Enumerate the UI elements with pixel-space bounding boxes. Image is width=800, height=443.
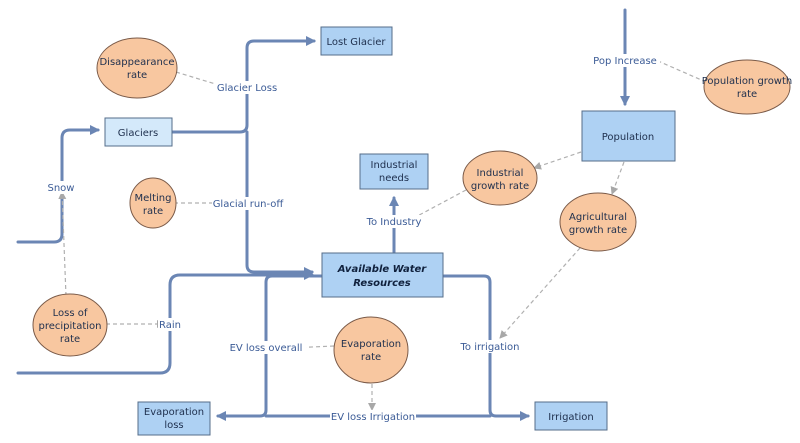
link-pop-growth-to-pop-increase <box>657 60 707 83</box>
flow-label-to-industry: To Industry <box>362 215 426 228</box>
svg-text:Available Water: Available Water <box>337 264 428 275</box>
svg-text:Evaporation: Evaporation <box>144 407 204 418</box>
aux-melting-rate[interactable]: Melting rate <box>129 177 177 229</box>
svg-text:precipitation: precipitation <box>39 321 102 332</box>
svg-text:Snow: Snow <box>48 183 75 194</box>
svg-text:Glaciers: Glaciers <box>118 128 158 139</box>
stock-industrial-needs[interactable]: Industrial needs <box>359 153 429 190</box>
aux-population-growth-rate[interactable]: Population growth rate <box>702 59 793 115</box>
glacial-run-off-flow-pipe <box>245 130 314 277</box>
svg-text:loss: loss <box>164 420 183 431</box>
flow-label-glacial-run-off: Glacial run-off <box>212 197 284 210</box>
stock-evaporation-loss[interactable]: Evaporation loss <box>137 401 211 436</box>
stock-irrigation[interactable]: Irrigation <box>534 401 608 431</box>
link-population-to-agricultural-growth <box>610 161 625 195</box>
svg-text:Evaporation: Evaporation <box>341 339 401 350</box>
stock-population[interactable]: Population <box>581 110 676 162</box>
aux-evaporation-rate[interactable]: Evaporation rate <box>333 316 409 384</box>
svg-text:Resources: Resources <box>353 278 411 289</box>
flow-label-glacier-loss: Glacier Loss <box>216 81 278 94</box>
svg-text:Melting: Melting <box>135 193 172 204</box>
svg-text:rate: rate <box>127 70 147 81</box>
aux-industrial-growth-rate[interactable]: Industrial growth rate <box>462 150 538 206</box>
svg-text:rate: rate <box>737 89 757 100</box>
link-agricultural-growth-to-to-irrigation <box>499 247 581 339</box>
svg-text:Population: Population <box>602 132 655 143</box>
svg-text:Loss of: Loss of <box>53 308 88 319</box>
svg-text:Industrial: Industrial <box>477 168 524 179</box>
svg-text:Industrial: Industrial <box>371 160 418 171</box>
svg-text:rate: rate <box>143 206 163 217</box>
stock-lost-glacier[interactable]: Lost Glacier <box>320 26 393 56</box>
svg-text:needs: needs <box>379 173 409 184</box>
flow-label-ev-loss-overall: EV loss overall <box>226 341 306 354</box>
svg-text:Agricultural: Agricultural <box>569 212 627 223</box>
svg-text:Disappearance: Disappearance <box>99 57 174 68</box>
svg-text:EV loss overall: EV loss overall <box>230 343 303 354</box>
link-loss-precip-to-snow <box>58 191 67 297</box>
svg-text:growth rate: growth rate <box>569 225 627 236</box>
svg-text:growth rate: growth rate <box>471 181 529 192</box>
flow-label-ev-loss-irrigation: EV loss Irrigation <box>330 410 416 423</box>
link-population-to-industrial-growth <box>533 151 582 170</box>
flow-label-snow: Snow <box>44 181 78 194</box>
svg-text:rate: rate <box>361 352 381 363</box>
stock-available-water-resources[interactable]: Available Water Resources <box>321 252 444 298</box>
svg-text:Glacier Loss: Glacier Loss <box>217 83 277 94</box>
svg-text:Glacial run-off: Glacial run-off <box>213 199 285 210</box>
flow-label-rain: Rain <box>158 318 182 331</box>
svg-text:Irrigation: Irrigation <box>548 412 593 423</box>
svg-text:Rain: Rain <box>159 320 181 331</box>
svg-text:EV loss Irrigation: EV loss Irrigation <box>331 412 415 423</box>
aux-loss-of-precipitation-rate[interactable]: Loss of precipitation rate <box>32 293 108 357</box>
svg-text:To irrigation: To irrigation <box>460 342 520 353</box>
svg-text:Lost Glacier: Lost Glacier <box>326 37 386 48</box>
svg-text:Pop Increase: Pop Increase <box>593 56 657 67</box>
svg-text:Population growth: Population growth <box>702 76 793 87</box>
aux-disappearance-rate[interactable]: Disappearance rate <box>96 37 178 99</box>
svg-text:To Industry: To Industry <box>366 217 422 228</box>
svg-text:rate: rate <box>60 334 80 345</box>
link-disappearance-to-glacier-loss <box>175 71 223 87</box>
flow-label-pop-increase: Pop Increase <box>590 54 660 67</box>
aux-agricultural-growth-rate[interactable]: Agricultural growth rate <box>559 192 637 252</box>
stock-glaciers[interactable]: Glaciers <box>104 117 173 147</box>
flow-label-to-irrigation: To irrigation <box>456 340 524 353</box>
